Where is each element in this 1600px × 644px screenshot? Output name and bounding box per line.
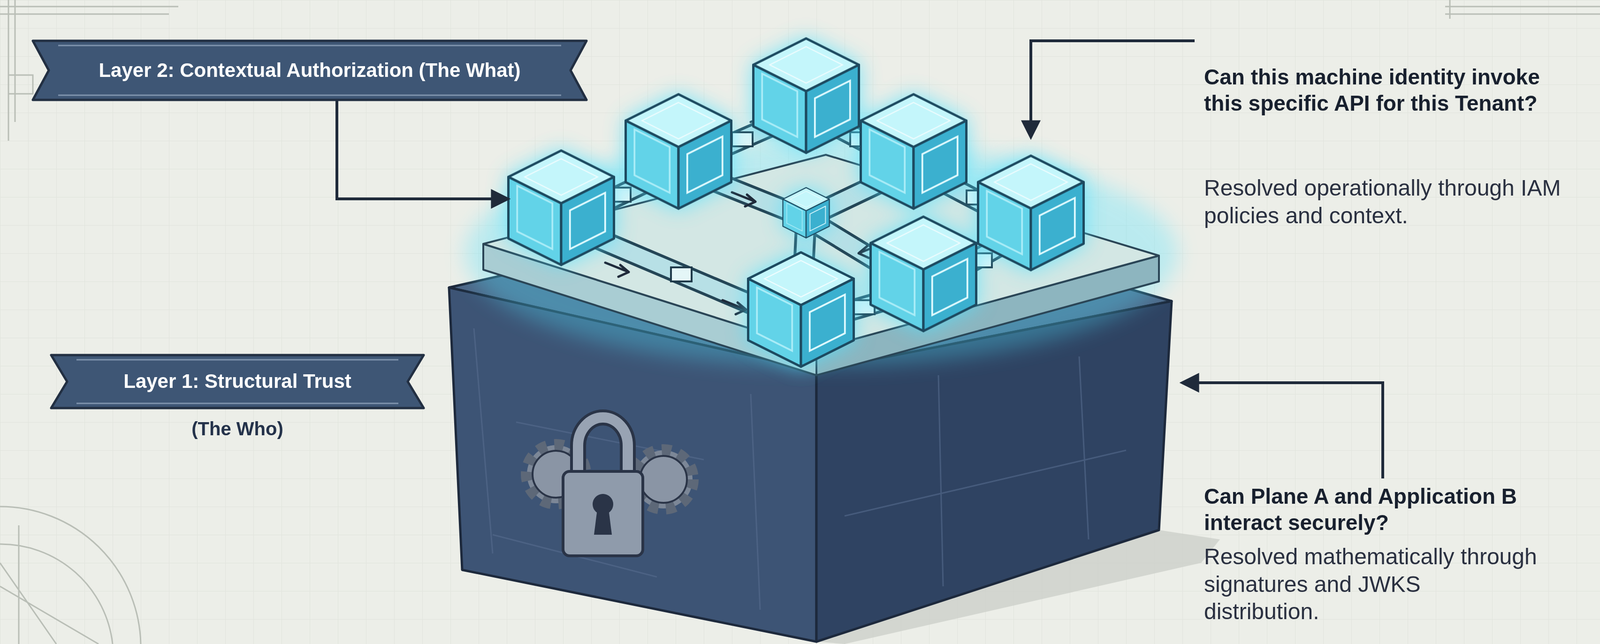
corner-arcs — [0, 506, 141, 644]
flow-arrow — [722, 300, 747, 315]
lock-emblem — [526, 417, 693, 557]
lock-body — [563, 471, 643, 557]
banner-title: Layer 2: Contextual Authorization (The W… — [32, 40, 587, 100]
ribbon-trim — [58, 94, 562, 97]
packet — [731, 132, 753, 147]
leader-arrow — [336, 99, 507, 199]
callout-question: Can Plane A and Application B interact s… — [1203, 483, 1542, 536]
glowing-cubes — [508, 38, 1084, 367]
packet — [670, 267, 692, 282]
leader-arrow — [1183, 382, 1383, 479]
keyhole — [594, 509, 612, 535]
flow-arrow — [731, 192, 756, 207]
callout-note: Resolved mathematically through signatur… — [1203, 543, 1542, 626]
banner-title: Layer 1: Structural Trust — [51, 355, 424, 409]
flow-arrow — [605, 262, 629, 277]
banner-node: Layer 2: Contextual Authorization (The W… — [32, 40, 587, 100]
leader-arrow — [1030, 40, 1195, 137]
ribbon-trim — [58, 45, 562, 47]
callout-question: Can this machine identity invoke this sp… — [1203, 63, 1566, 117]
lock-shackle — [578, 417, 628, 474]
callout-note: Resolved operationally through IAM polic… — [1203, 174, 1589, 230]
corner-lines — [1445, 0, 1600, 19]
ribbon-trim — [76, 403, 399, 405]
banner-subtitle: (The Who) — [4, 418, 471, 440]
gear-hub — [640, 456, 687, 503]
ribbon-band — [51, 355, 424, 409]
ribbon-band — [32, 40, 587, 100]
lock-shackle — [578, 417, 628, 474]
cube-glow — [508, 38, 1084, 367]
banner-node: Layer 1: Structural Trust(The Who) — [51, 355, 424, 409]
ribbon-trim — [76, 359, 399, 361]
